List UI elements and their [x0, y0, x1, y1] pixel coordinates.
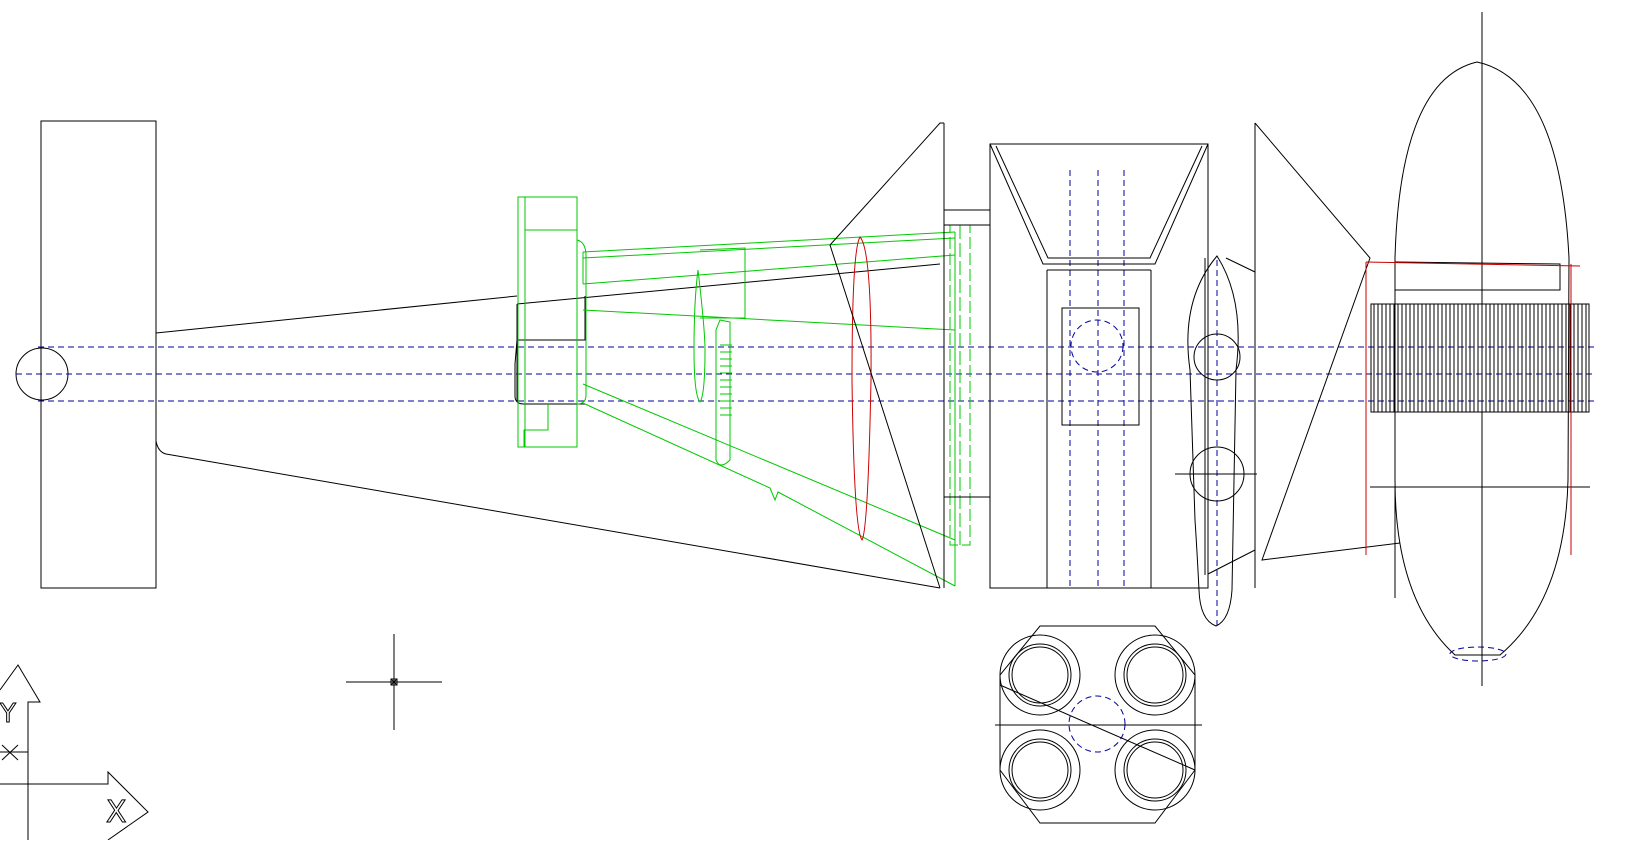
- green-adapter-assembly[interactable]: [517, 196, 971, 587]
- red-lens[interactable]: [851, 236, 872, 541]
- ucs-x-label: X: [106, 795, 127, 830]
- front-shroud[interactable]: [829, 122, 991, 589]
- propeller-hub[interactable]: [1370, 12, 1590, 686]
- ucs-y-label: Y: [0, 699, 16, 729]
- ucs-axis-icon: [0, 664, 149, 841]
- sensor-window: [1061, 307, 1140, 426]
- gearbox-block[interactable]: [989, 143, 1209, 589]
- knurled-ring[interactable]: [1370, 303, 1590, 413]
- left-end-plate[interactable]: [15, 120, 157, 589]
- green-gear-teeth: [720, 344, 732, 416]
- red-hub-lines: [1365, 261, 1581, 555]
- cam-shaft[interactable]: [1175, 255, 1257, 627]
- crosshair-cursor-icon: [346, 634, 442, 730]
- main-cone-body[interactable]: [155, 263, 941, 589]
- knurl-texture: [1373, 304, 1587, 412]
- centerlines: [16, 170, 1595, 753]
- quad-nozzle-view[interactable]: [995, 625, 1202, 824]
- rear-shroud[interactable]: [1225, 122, 1401, 588]
